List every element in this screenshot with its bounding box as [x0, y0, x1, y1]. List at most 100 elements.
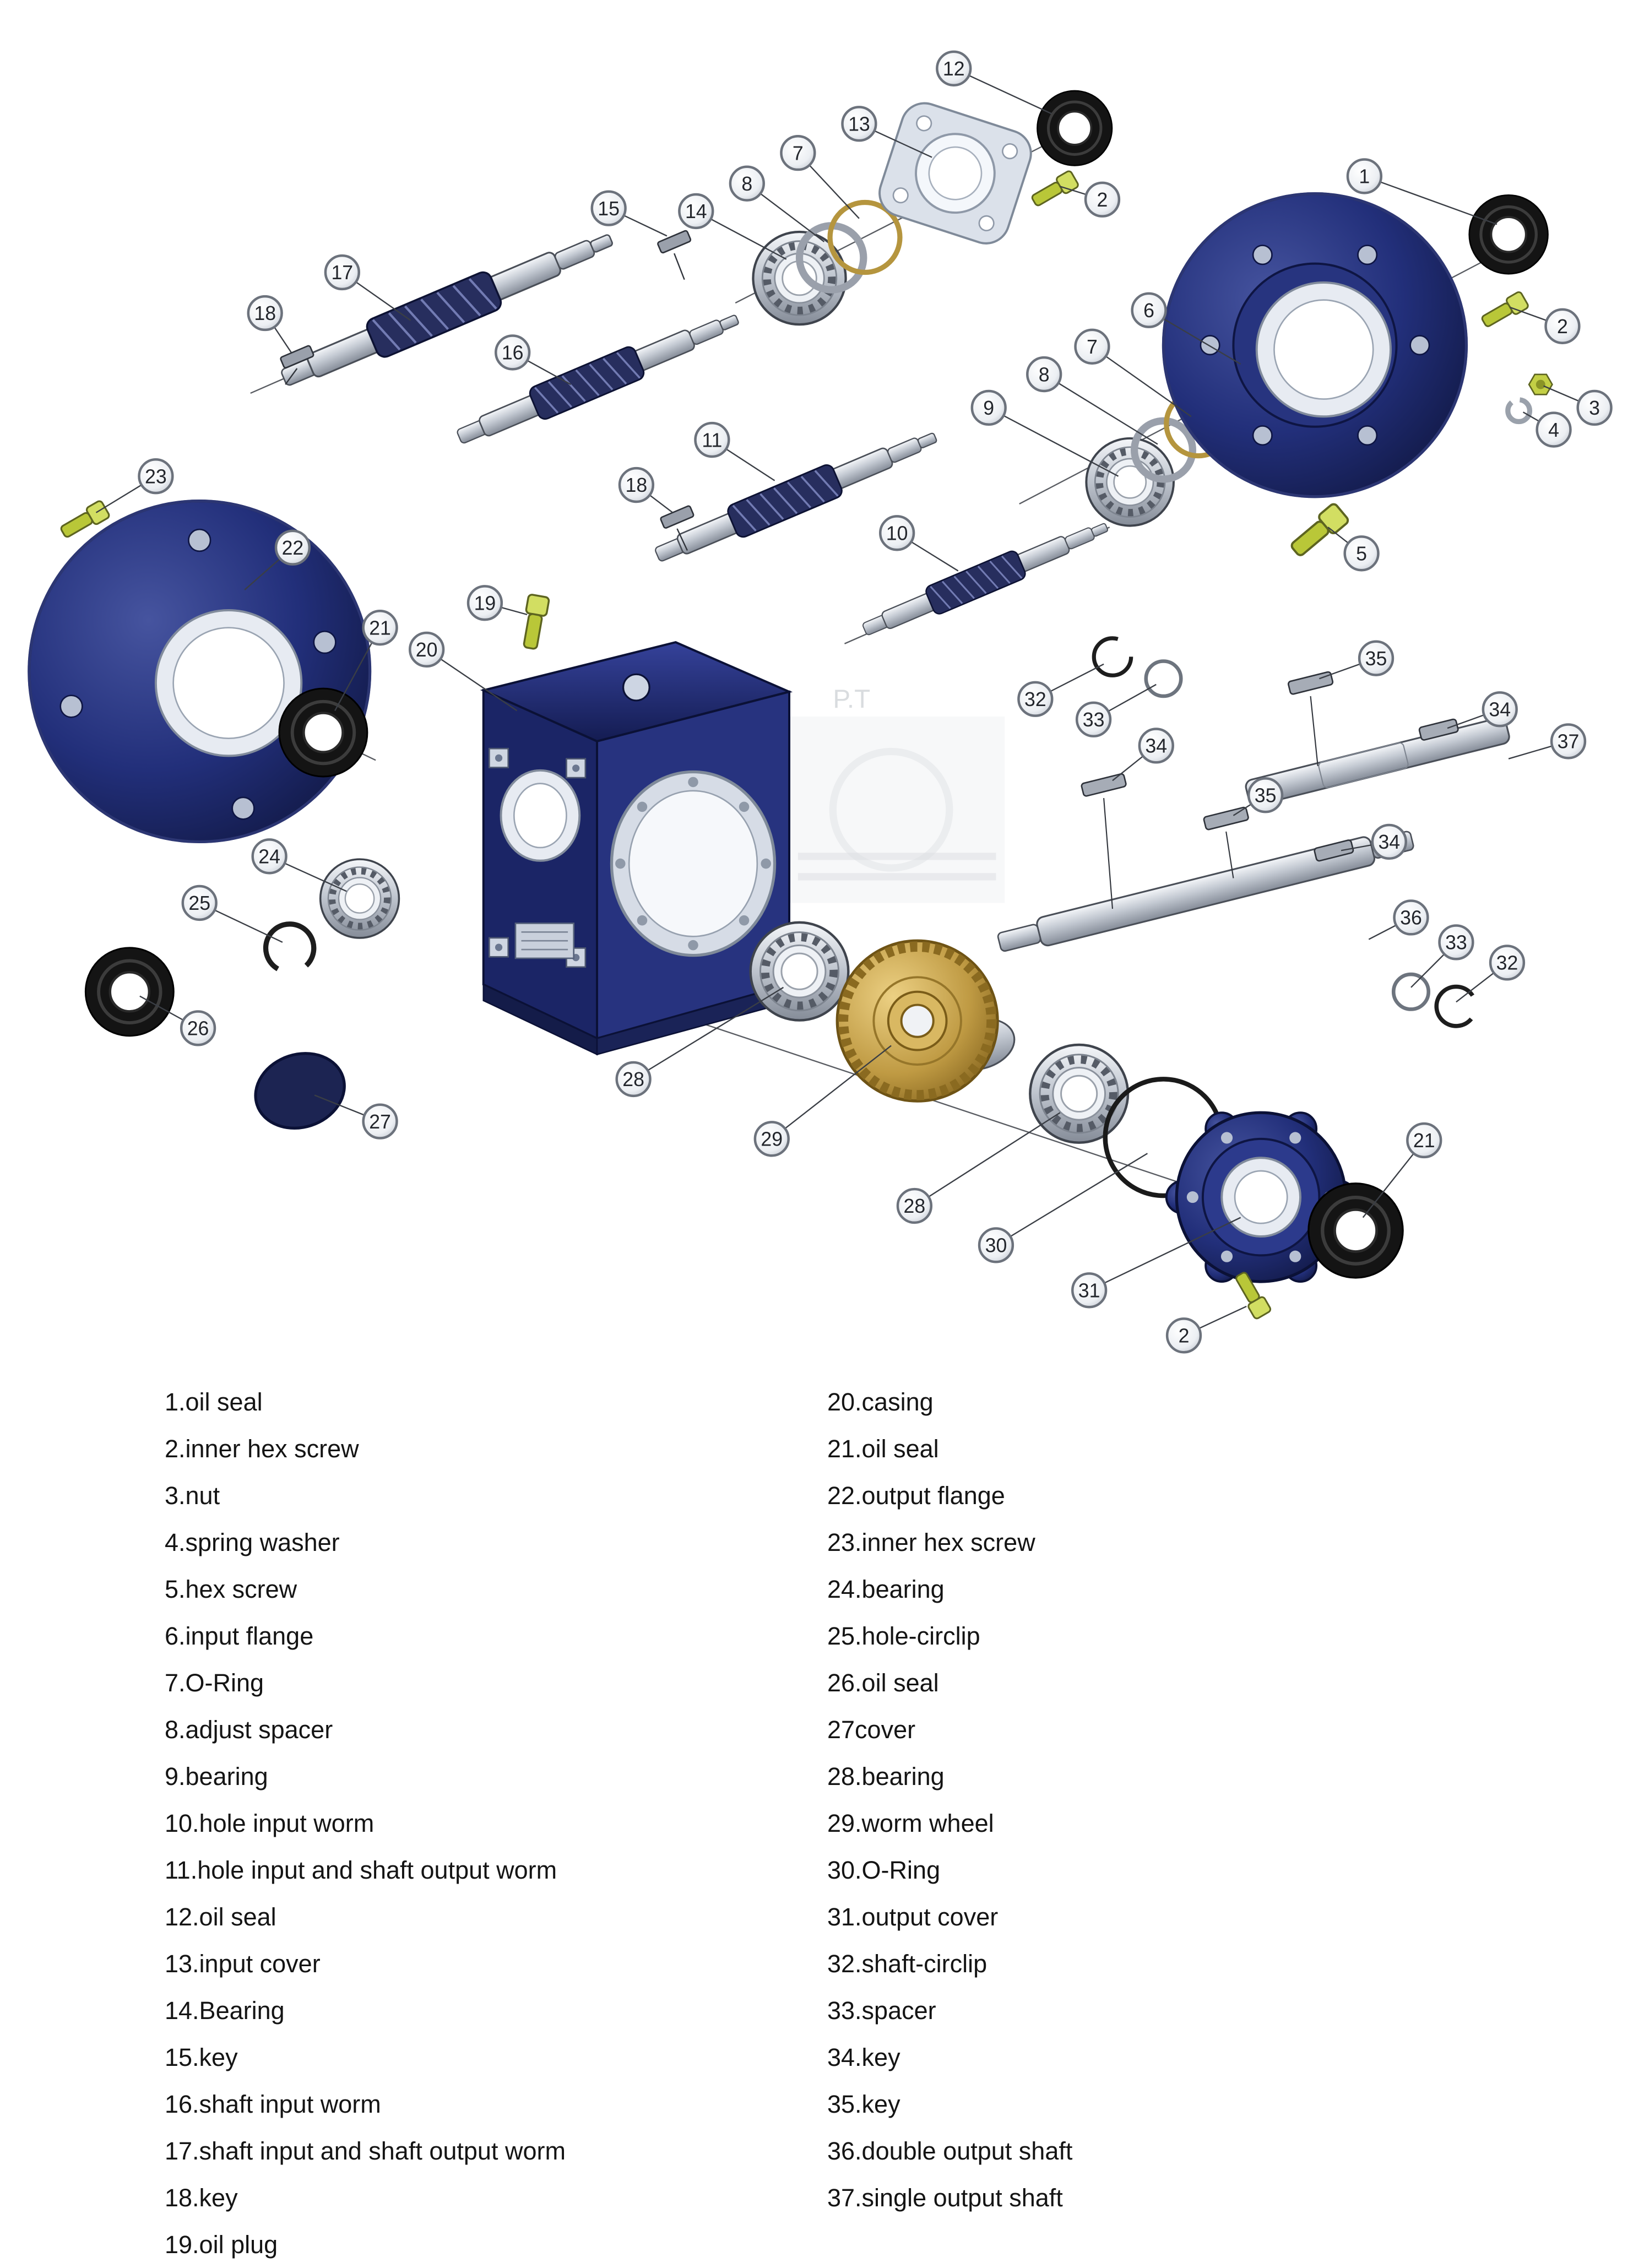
callout-balloon [1071, 1272, 1108, 1309]
bearing-28-b [1030, 1045, 1128, 1143]
key-15-line [674, 253, 685, 280]
callout-balloon [247, 295, 283, 332]
callout-balloon [1544, 308, 1581, 344]
callout-number: 34 [1145, 735, 1167, 757]
leader-line [914, 1112, 1061, 1207]
parts-list-item: 20.casing [827, 1388, 934, 1416]
key-34-rail2 [1081, 773, 1127, 797]
oil-seal-1 [1469, 195, 1548, 274]
callout-number: 21 [1413, 1130, 1435, 1152]
nameplate [514, 923, 575, 959]
callout-balloon [1165, 1317, 1202, 1354]
callout-number: 35 [1255, 784, 1277, 806]
callout-balloon [1358, 640, 1395, 676]
oil-seal-21-left [279, 688, 367, 777]
parts-list-item: 11.hole input and shaft output worm [165, 1856, 557, 1884]
callout-balloons: 1213781415171816216789234511181023221921… [95, 50, 1613, 1354]
callout-balloon [590, 190, 627, 226]
parts-list-item: 19.oil plug [165, 2231, 278, 2259]
callout-balloon [678, 193, 714, 230]
adjust-spacer-8-b [1131, 417, 1196, 483]
parts-list-item: 14.Bearing [165, 1996, 285, 2025]
callout-balloon [466, 585, 503, 621]
callout-number: 27 [369, 1111, 391, 1133]
callout-number: 33 [1445, 932, 1467, 954]
callout-balloon [1576, 389, 1613, 426]
leader-line [633, 986, 784, 1080]
parts-list-item: 37.single output shaft [827, 2184, 1063, 2212]
callout-balloon [362, 1103, 398, 1140]
parts-list-item: 23.inner hex screw [827, 1528, 1035, 1556]
leader-line [1089, 1217, 1241, 1291]
callout-number: 20 [416, 639, 438, 661]
parts-list-item: 1.oil seal [165, 1388, 263, 1416]
callout-number: 29 [761, 1128, 783, 1151]
callout-balloon [780, 134, 816, 171]
callout-number: 23 [145, 465, 167, 487]
input-cover-13 [878, 102, 1032, 245]
callout-balloon [936, 50, 972, 86]
callout-balloon [978, 1227, 1014, 1263]
callout-balloon [1536, 411, 1572, 448]
callout-number: 8 [1039, 363, 1050, 386]
callout-number: 36 [1400, 907, 1422, 929]
parts-list-item: 26.oil seal [827, 1669, 939, 1697]
parts-list-item: 32.shaft-circlip [827, 1950, 988, 1978]
callout-number: 2 [1179, 1325, 1190, 1347]
callout-number: 32 [1496, 952, 1518, 974]
callout-balloon [1017, 681, 1054, 717]
callout-number: 28 [904, 1195, 926, 1217]
hole-circlip-25 [257, 915, 323, 981]
callout-number: 7 [1087, 336, 1098, 358]
oil-seal-21-right [1309, 1184, 1403, 1278]
callout-balloon [1346, 158, 1383, 194]
callout-number: 2 [1557, 316, 1568, 338]
key-rail-line [1103, 797, 1114, 909]
callout-number: 24 [258, 846, 280, 868]
callout-number: 8 [741, 173, 752, 195]
callout-number: 34 [1378, 831, 1400, 853]
o-ring-7-a [827, 199, 903, 275]
callout-balloon [274, 529, 311, 566]
parts-list-item: 13.input cover [165, 1950, 321, 1978]
parts-list-item: 31.output cover [827, 1903, 999, 1931]
callout-balloon [324, 254, 360, 291]
callout-balloon [694, 421, 730, 458]
parts-list-item: 18.key [165, 2184, 238, 2212]
callout-number: 7 [793, 142, 804, 164]
bearing-28-a [751, 923, 849, 1021]
parts-list-item: 35.key [827, 2090, 900, 2118]
callout-number: 21 [369, 617, 391, 639]
output-flange [28, 499, 372, 844]
parts-list-item: 29.worm wheel [827, 1809, 994, 1837]
callout-number: 28 [622, 1068, 644, 1090]
callout-balloon [1074, 328, 1110, 365]
single-output-shaft-37 [1245, 717, 1510, 806]
oil-plug-19 [518, 593, 551, 651]
callout-balloon [1371, 823, 1407, 860]
worm-wheel-29 [835, 939, 999, 1103]
callout-balloon [615, 1061, 652, 1098]
parts-list-item: 27cover [827, 1716, 916, 1744]
callout-number: 11 [702, 429, 722, 451]
key-18a-line [285, 368, 298, 385]
callout-number: 13 [848, 113, 870, 135]
parts-list-item: 33.spacer [827, 1996, 936, 2025]
callout-number: 32 [1024, 688, 1046, 710]
callout-balloon [138, 458, 174, 495]
callout-balloon [896, 1187, 933, 1224]
leader-line [771, 1045, 892, 1140]
parts-list-item: 24.bearing [827, 1575, 945, 1603]
parts-list-item: 21.oil seal [827, 1435, 939, 1463]
key-34-rail3 [1314, 839, 1354, 862]
callout-balloon [1406, 1122, 1442, 1159]
parts-list-item: 7.O-Ring [165, 1669, 264, 1697]
parts-list-item: 28.bearing [827, 1762, 945, 1790]
callout-number: 37 [1558, 731, 1580, 753]
nut-3 [1528, 373, 1553, 395]
callout-number: 31 [1078, 1280, 1100, 1302]
callout-number: 30 [985, 1235, 1007, 1257]
shaft-input-output-worm-17 [276, 221, 619, 397]
parts-list-item: 9.bearing [165, 1762, 268, 1790]
